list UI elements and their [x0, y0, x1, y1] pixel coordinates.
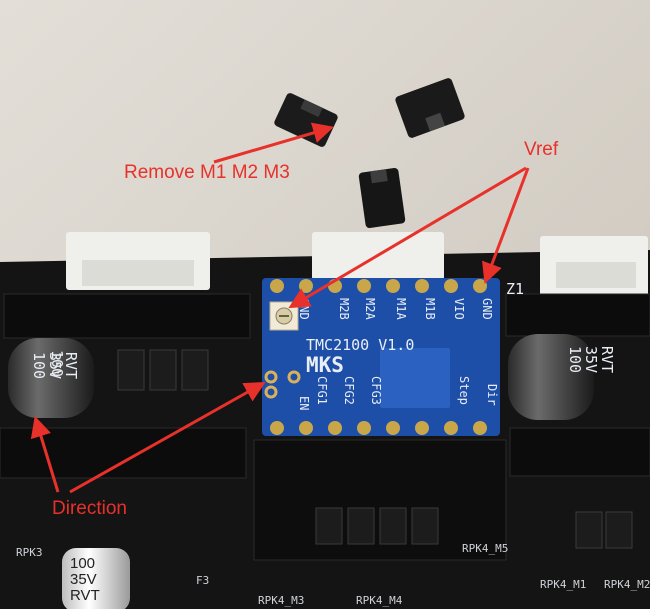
driver-model: TMC2100 V1.0 [306, 336, 414, 354]
header-socket [0, 427, 247, 479]
cap-bottom-line1: 100 [70, 555, 95, 572]
arrow-vref-gnd [482, 167, 530, 284]
pin-label-step: Step [457, 376, 471, 405]
capacitor-bottom: 100 35V RVT [62, 548, 130, 609]
cap-left-line1: 100 [48, 350, 66, 377]
cap-bottom-line3: RVT [70, 587, 100, 604]
pin-label-cfg2: CFG2 [342, 376, 356, 405]
top-pin-row [270, 279, 487, 293]
driver-brand: MKS [306, 353, 344, 377]
pin-label-dir: Dir [485, 384, 499, 406]
cap-right-label: 100 35V RVT [566, 346, 616, 373]
arrow-remove [213, 122, 335, 164]
annotation-arrows [30, 122, 530, 494]
arrow-vref-pot [288, 166, 527, 309]
svg-text:35V: 35V [46, 352, 64, 379]
header-socket [505, 293, 650, 337]
annotation-direction: Direction [52, 498, 127, 519]
bottom-pin-labels: EN CFG1 CFG2 CFG3 Step Dir [297, 376, 499, 410]
svg-text:35V: 35V [582, 346, 600, 373]
pin-label-cfg1: CFG1 [315, 376, 329, 405]
arrow-dir-pad [69, 381, 266, 494]
header-socket [3, 293, 251, 339]
capacitor-left: 100 [8, 338, 94, 418]
pin-label-m2a: M2A [363, 298, 377, 320]
jumper-cap [395, 78, 465, 138]
jumper-cap [358, 168, 406, 228]
pin-label-gnd-2: GND [480, 298, 494, 320]
pin-label-m2b: M2B [337, 298, 351, 320]
board-jumpers [117, 349, 633, 549]
white-connector [66, 232, 210, 290]
solder-pads [264, 370, 301, 399]
pin-label-m1b: M1B [423, 298, 437, 320]
svg-text:RVT: RVT [598, 346, 616, 373]
pin-label-en: EN [297, 396, 311, 410]
z1-label: Z1 [506, 280, 524, 298]
svg-text:RVT: RVT [62, 352, 80, 379]
bottom-pin-row [270, 421, 487, 435]
annotation-remove: Remove M1 M2 M3 [124, 162, 290, 183]
silk-rpk4-m1: RPK4_M1 [540, 578, 586, 591]
white-connector [540, 236, 648, 296]
cap-bottom-line2: 35V [70, 571, 97, 588]
pin-label-m1a: M1A [394, 298, 408, 320]
capacitor-right [508, 334, 594, 420]
vref-potentiometer [269, 301, 299, 331]
header-socket [509, 427, 650, 477]
pin-label-cfg3: CFG3 [369, 376, 383, 405]
silk-rpk4-m3: RPK4_M3 [258, 594, 304, 607]
driver-chip [380, 348, 450, 408]
silk-f3: F3 [196, 574, 209, 587]
arrow-dir-cap [30, 415, 60, 493]
silk-rpk4-m5: RPK4_M5 [462, 542, 508, 555]
svg-text:100: 100 [566, 346, 584, 373]
pin-label-vio: VIO [452, 298, 466, 320]
svg-text:100: 100 [30, 352, 48, 379]
silk-rpk4-m4: RPK4_M4 [356, 594, 403, 607]
cap-left-label: 100 35V RVT [30, 352, 80, 379]
silk-rpk3: RPK3 [16, 546, 43, 559]
annotation-vref: Vref [524, 139, 559, 160]
silk-rpk4-m2: RPK4_M2 [604, 578, 650, 591]
